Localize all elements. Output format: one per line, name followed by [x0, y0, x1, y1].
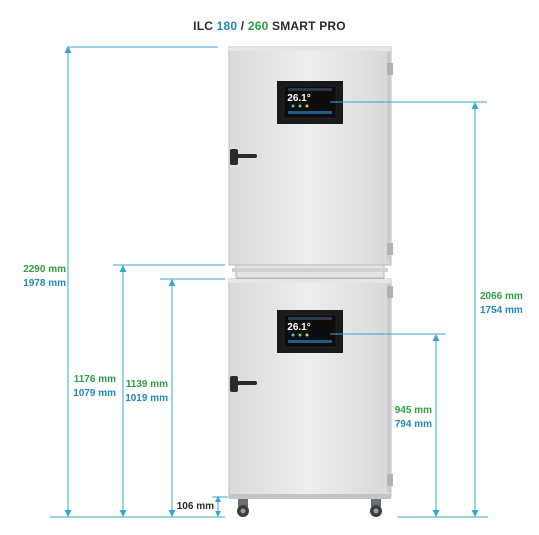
title-suffix: SMART PRO	[268, 19, 346, 33]
door-handle-lower	[230, 376, 257, 392]
dimension-total-height-180: 2290 mm	[23, 264, 66, 275]
dimension-display-top: 2066 mm 1754 mm	[480, 290, 530, 318]
dimension-lines	[50, 46, 488, 518]
title-model-b: 260	[247, 19, 269, 33]
dimension-feet: 106 mm	[170, 500, 214, 514]
title-prefix: ILC	[193, 19, 217, 33]
dimension-lower-unit-top: 1176 mm 1079 mm	[64, 373, 116, 401]
caster-feet	[237, 499, 382, 517]
temperature-readout-lower: 26.1°	[287, 322, 310, 333]
dimension-display-bottom: 945 mm 794 mm	[386, 404, 432, 432]
control-display-lower: 26.1°	[277, 310, 343, 353]
dimension-lower-unit-top-260: 1079 mm	[73, 388, 116, 399]
dimension-total-height: 2290 mm 1978 mm	[10, 263, 66, 291]
dimension-total-height-260: 1978 mm	[23, 278, 66, 289]
stacking-frame	[232, 264, 388, 279]
dimension-feet-value: 106 mm	[176, 501, 214, 512]
dimension-display-top-180: 2066 mm	[480, 291, 523, 302]
dimension-lower-door-top-180: 1139 mm	[125, 379, 168, 390]
control-display-upper: 26.1°	[277, 81, 343, 124]
upper-cabinet: 26.1°	[228, 46, 393, 266]
dimension-display-top-260: 1754 mm	[480, 305, 523, 316]
dimension-lower-door-top-260: 1019 mm	[125, 393, 168, 404]
temperature-readout-upper: 26.1°	[287, 93, 310, 104]
page-title: ILC 180 / 260 SMART PRO	[0, 19, 539, 33]
title-separator: /	[237, 19, 248, 33]
dimension-lower-door-top: 1139 mm 1019 mm	[114, 378, 168, 406]
door-handle-upper	[230, 149, 257, 165]
dimension-lower-unit-top-180: 1176 mm	[73, 374, 116, 385]
lower-cabinet: 26.1°	[228, 278, 393, 499]
title-model-a: 180	[216, 19, 238, 33]
dimension-display-bottom-260: 794 mm	[394, 419, 432, 430]
dimension-display-bottom-180: 945 mm	[394, 405, 432, 416]
